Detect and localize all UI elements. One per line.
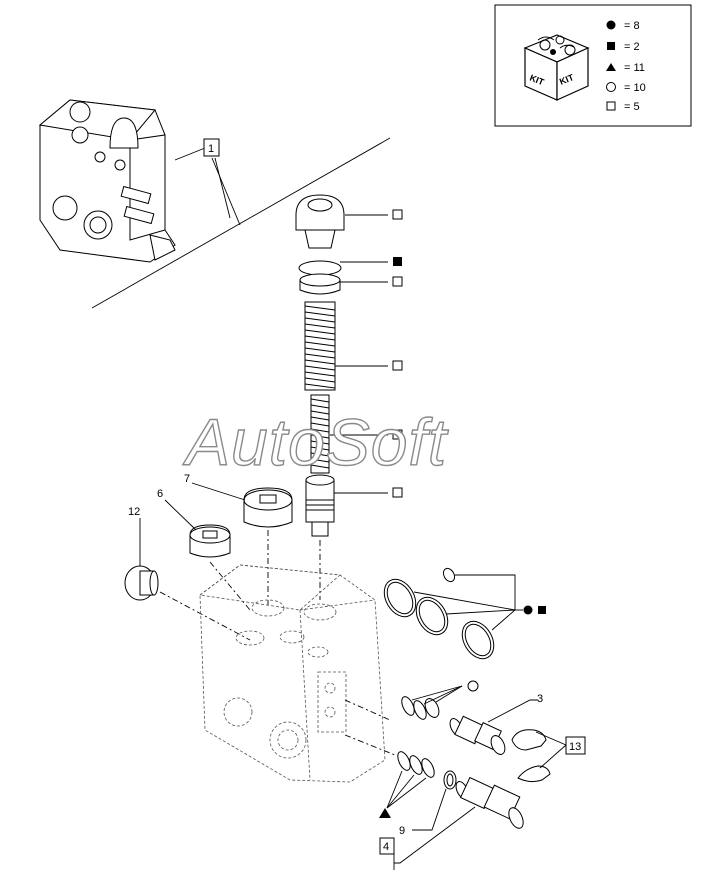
open-square-icon [392, 487, 403, 498]
callout-label: 9 [399, 825, 405, 837]
legend-count: = 2 [624, 41, 640, 53]
small-spring [310, 394, 330, 474]
callout-label: 12 [128, 506, 140, 518]
poppet [305, 474, 335, 537]
watermark: AutoSoft [182, 405, 449, 479]
callout-7: 7 [184, 473, 190, 485]
callout-6: 6 [157, 488, 163, 500]
plug-7 [191, 482, 293, 605]
leader-1c [214, 157, 231, 219]
section-divider-line [91, 137, 391, 309]
legend-row-open-square: = 5 [606, 101, 640, 113]
callout-12: 12 [128, 506, 140, 518]
connector-clips [511, 729, 567, 783]
kit-legend: KIT KIT = 8 = 2 = 11 = 10 = 5 [494, 4, 692, 127]
legend-count: = 10 [624, 82, 646, 94]
callout-label: 3 [537, 693, 543, 705]
callout-9: 9 [399, 825, 405, 837]
legend-count: = 5 [624, 101, 640, 113]
stack-markers [330, 209, 403, 498]
legend-row-filled-square: = 2 [607, 41, 640, 53]
callout-box [379, 837, 395, 855]
seal-group-upper [401, 680, 479, 720]
callout-label: 7 [184, 473, 190, 485]
callout-label: 6 [157, 488, 163, 500]
open-square-icon [392, 360, 403, 371]
open-circle-icon [606, 82, 616, 92]
plug-12 [124, 518, 251, 641]
legend-count: = 8 [624, 20, 640, 32]
open-square-icon [392, 429, 403, 440]
filled-triangle-icon [606, 63, 616, 71]
spool-stack [295, 194, 345, 600]
plug-6 [164, 499, 251, 611]
legend-row-filled-circle: = 8 [606, 20, 640, 32]
filled-circle-icon [523, 605, 533, 615]
callout-box [203, 138, 220, 157]
sensor-4 [394, 776, 524, 864]
callout-label: 4 [383, 841, 389, 853]
o-ring [298, 260, 342, 276]
valve-body-ghost [198, 564, 396, 783]
filled-circle-icon [606, 20, 616, 30]
callout-3: 3 [537, 693, 543, 705]
legend-row-open-circle: = 10 [606, 82, 646, 94]
callout-13: 13 [565, 736, 586, 755]
legend-count: = 11 [624, 62, 645, 74]
legend-row-filled-triangle: = 11 [606, 62, 645, 74]
leader-1b [211, 157, 241, 226]
main-spring [304, 301, 336, 391]
kit-box-icon: KIT KIT [523, 34, 590, 101]
valve-assembly-thumbnail [38, 99, 176, 263]
filled-square-icon [538, 606, 546, 614]
o-ring-kit [383, 567, 546, 660]
callout-1: 1 [203, 138, 220, 157]
leader-1a [174, 147, 206, 161]
open-square-icon [392, 276, 403, 287]
seal-group-lower [379, 751, 457, 831]
open-circle-icon [467, 680, 479, 692]
callout-box [565, 736, 586, 755]
callout-4: 4 [379, 837, 395, 870]
open-square-icon [392, 209, 403, 220]
open-square-icon [606, 101, 616, 111]
callout-label: 13 [569, 741, 581, 753]
callout-label: 1 [208, 143, 214, 155]
filled-square-icon [607, 42, 615, 50]
sensor-3 [449, 699, 538, 755]
filled-square-icon [393, 257, 402, 266]
filled-triangle-icon [379, 808, 391, 818]
